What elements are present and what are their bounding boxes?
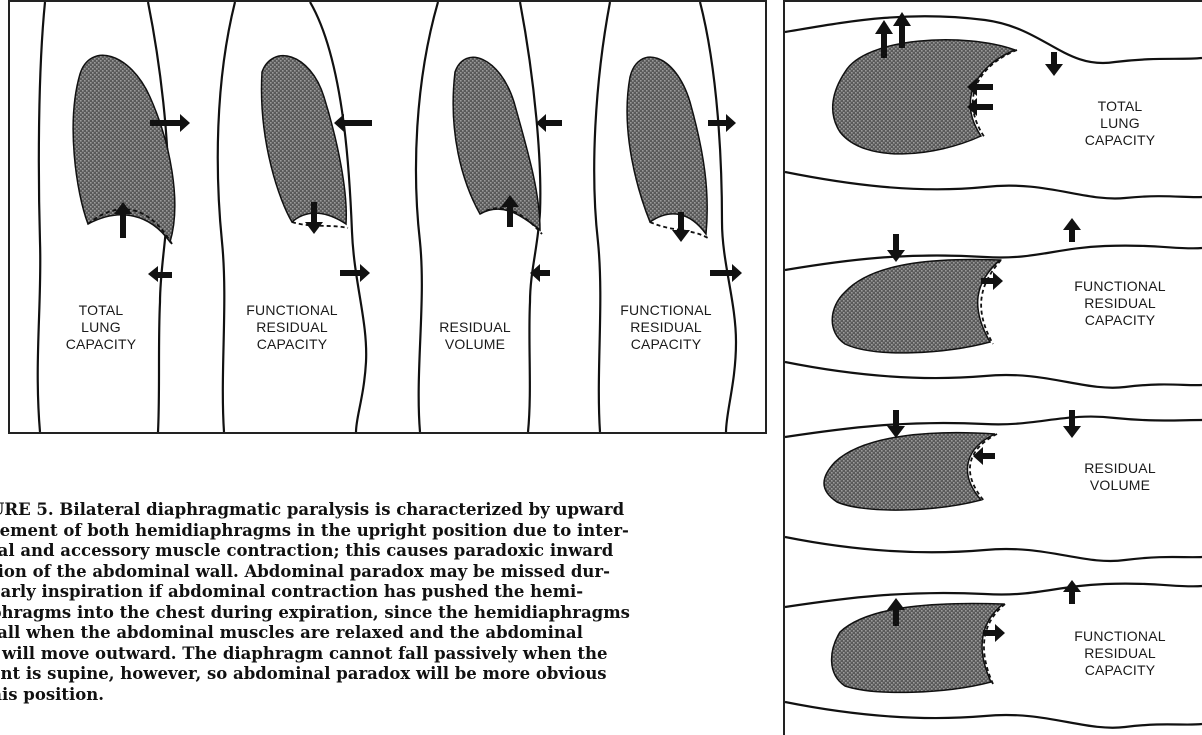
label-line: LUNG: [1055, 115, 1185, 132]
label-line: CAPACITY: [1055, 132, 1185, 149]
caption-line: vement of both hemidiaphragms in the upr…: [0, 521, 730, 542]
caption-line: phragms into the chest during expiration…: [0, 603, 730, 624]
label-line: LUNG: [46, 319, 156, 336]
caption-line: URE 5. Bilateral diaphragmatic paralysis…: [0, 500, 730, 521]
label-line: RESIDUAL: [1055, 460, 1185, 477]
label-line: RESIDUAL: [602, 319, 730, 336]
label-line: FUNCTIONAL: [228, 302, 356, 319]
label-line: RESIDUAL: [228, 319, 356, 336]
label-line: CAPACITY: [1050, 312, 1190, 329]
caption-line: fall when the abdominal muscles are rela…: [0, 623, 730, 644]
upright-label-total-lung-capacity: TOTAL LUNG CAPACITY: [46, 302, 156, 353]
caption-line: tion of the abdominal wall. Abdominal pa…: [0, 562, 730, 583]
label-line: FUNCTIONAL: [1050, 278, 1190, 295]
figure-caption: URE 5. Bilateral diaphragmatic paralysis…: [0, 500, 730, 735]
label-line: RESIDUAL: [1050, 295, 1190, 312]
label-line: VOLUME: [420, 336, 530, 353]
label-line: FUNCTIONAL: [602, 302, 730, 319]
supine-figure-panel: TOTAL LUNG CAPACITY FUNCTIONAL RESIDUAL …: [783, 0, 1202, 735]
label-line: TOTAL: [46, 302, 156, 319]
label-line: CAPACITY: [602, 336, 730, 353]
label-line: FUNCTIONAL: [1050, 628, 1190, 645]
upright-figure-panel: TOTAL LUNG CAPACITY FUNCTIONAL RESIDUAL …: [8, 0, 767, 434]
label-line: RESIDUAL: [1050, 645, 1190, 662]
caption-line: early inspiration if abdominal contracti…: [0, 582, 730, 603]
label-line: CAPACITY: [1050, 662, 1190, 679]
caption-line: tal and accessory muscle contraction; th…: [0, 541, 730, 562]
upright-label-functional-residual-capacity: FUNCTIONAL RESIDUAL CAPACITY: [228, 302, 356, 353]
label-line: CAPACITY: [228, 336, 356, 353]
supine-label-residual-volume: RESIDUAL VOLUME: [1055, 460, 1185, 494]
caption-line: his position.: [0, 685, 730, 706]
supine-label-functional-residual-capacity-2: FUNCTIONAL RESIDUAL CAPACITY: [1050, 628, 1190, 679]
supine-label-total-lung-capacity: TOTAL LUNG CAPACITY: [1055, 98, 1185, 149]
supine-label-functional-residual-capacity: FUNCTIONAL RESIDUAL CAPACITY: [1050, 278, 1190, 329]
label-line: TOTAL: [1055, 98, 1185, 115]
upright-label-residual-volume: RESIDUAL VOLUME: [420, 319, 530, 353]
label-line: VOLUME: [1055, 477, 1185, 494]
upright-label-functional-residual-capacity-2: FUNCTIONAL RESIDUAL CAPACITY: [602, 302, 730, 353]
caption-line: ent is supine, however, so abdominal par…: [0, 664, 730, 685]
label-line: CAPACITY: [46, 336, 156, 353]
caption-line: l will move outward. The diaphragm canno…: [0, 644, 730, 665]
upright-figure-drawing: [10, 2, 765, 432]
label-line: RESIDUAL: [420, 319, 530, 336]
